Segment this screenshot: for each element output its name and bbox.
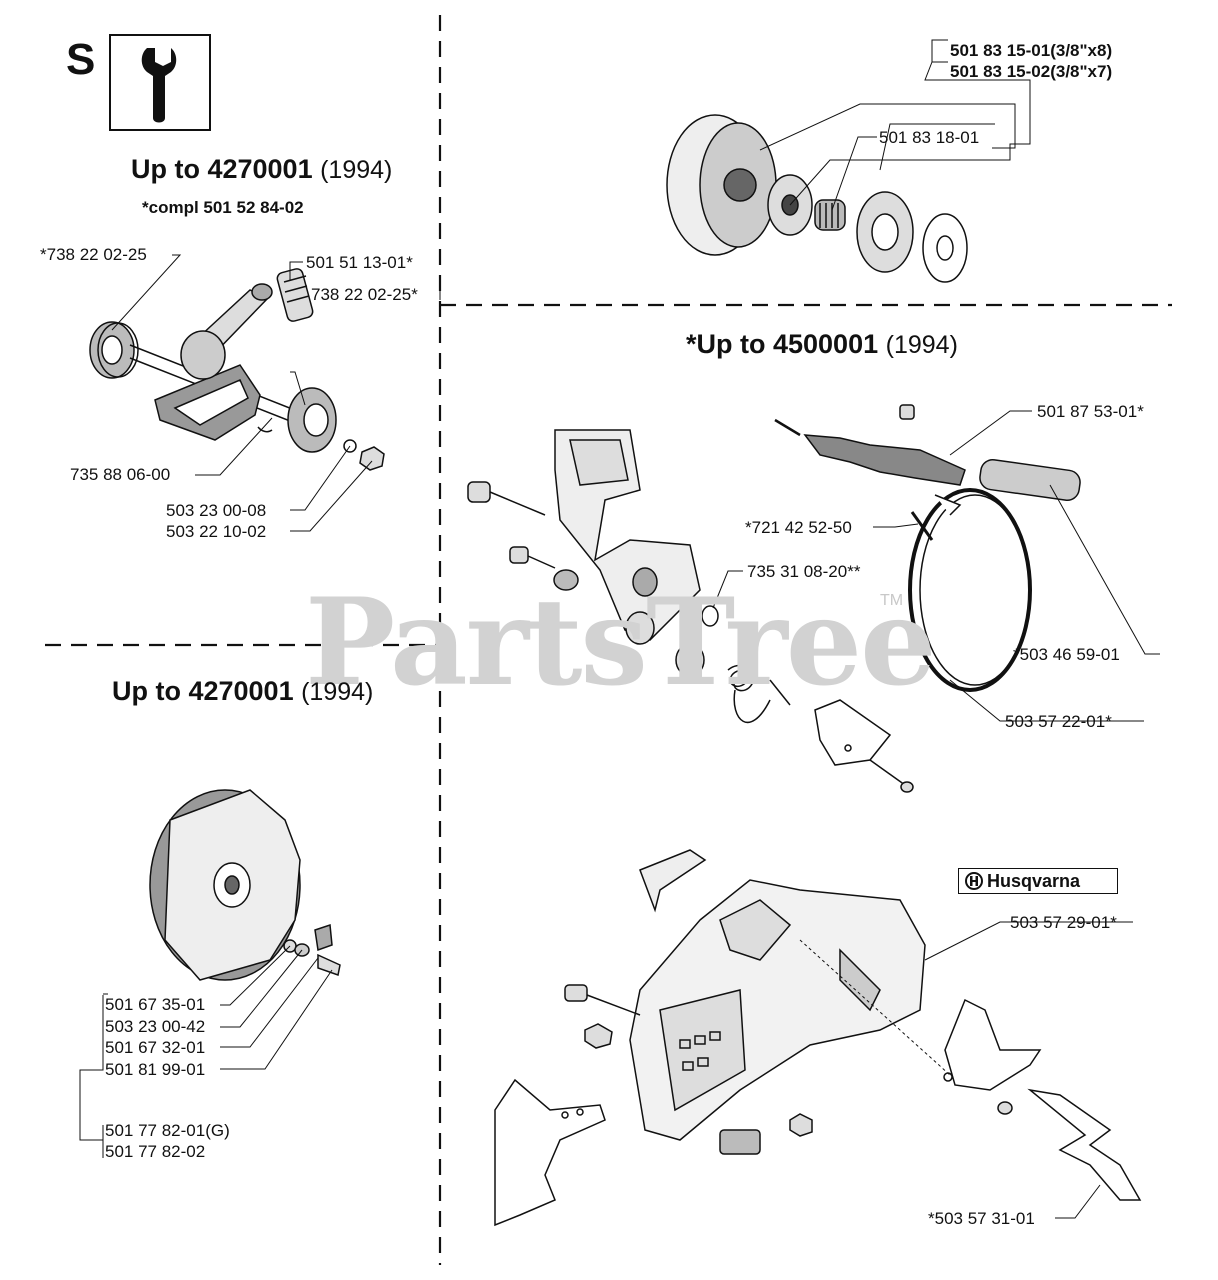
- label-clutch-needle-bearing: 501 83 18-01: [879, 128, 980, 147]
- flywheel-drawing: [149, 789, 341, 981]
- label-crank-nut: 503 22 10-02: [166, 522, 267, 541]
- heading-right-text: *Up to 4500001: [686, 329, 879, 359]
- label-brake-band: 503 57 22-01*: [1005, 712, 1112, 731]
- label-flywheel-g: 501 77 82-01(G): [105, 1121, 230, 1140]
- label-flywheel-alt: 501 77 82-02: [105, 1142, 206, 1161]
- watermark-text: PartsTree: [305, 572, 936, 713]
- heading-right-year: (1994): [885, 331, 958, 359]
- crankshaft-drawing: [89, 268, 385, 471]
- husqvarna-logo-text: Husqvarna: [987, 871, 1081, 891]
- label-crank-bearing-left: *738 22 02-25: [40, 245, 147, 264]
- label-brake-spring: *503 46 59-01: [1013, 645, 1120, 664]
- side-cover-drawing: [494, 849, 1142, 1227]
- label-brake-pin: *721 42 52-50: [745, 518, 852, 537]
- label-brake-handle: 501 87 53-01*: [1037, 402, 1144, 421]
- clutch-drum-drawing: [666, 114, 968, 283]
- label-crank-bearing-right: 738 22 02-25*: [311, 285, 418, 304]
- heading-top-left: Up to 4270001 (1994): [131, 156, 392, 183]
- heading-bottom-left: Up to 4270001 (1994): [112, 678, 373, 705]
- heading-right: *Up to 4500001 (1994): [686, 331, 958, 358]
- label-crank-key: 735 88 06-00: [70, 465, 171, 484]
- label-crank-needle-bearing: 501 51 13-01*: [306, 253, 413, 272]
- label-flywheel: 501 67 35-01: [105, 995, 206, 1014]
- label-brake-spring-clip: 735 31 08-20**: [747, 562, 861, 581]
- label-crank-washer: 503 23 00-08: [166, 501, 267, 520]
- heading-top-left-note: *compl 501 52 84-02: [142, 198, 304, 217]
- label-flywheel-washer: 503 23 00-42: [105, 1017, 206, 1036]
- heading-top-left-text: Up to 4270001: [131, 154, 313, 184]
- chain-brake-drawing: [467, 404, 1081, 793]
- heading-bottom-left-year: (1994): [301, 678, 374, 706]
- watermark-tm: TM: [880, 592, 904, 609]
- husqvarna-logo: Husqvarna: [958, 868, 1118, 894]
- husqvarna-crown-icon: [965, 872, 983, 890]
- section-letter: S: [66, 35, 96, 84]
- label-clutch-drum-8: 501 83 15-01(3/8"x8): [950, 41, 1113, 60]
- label-clutch-drum-7: 501 83 15-02(3/8"x7): [950, 62, 1113, 81]
- label-flywheel-screw: 501 81 99-01: [105, 1060, 206, 1079]
- heading-top-left-year: (1994): [320, 156, 393, 184]
- label-side-cover: 503 57 29-01*: [1010, 913, 1117, 932]
- label-flywheel-nut: 501 67 32-01: [105, 1038, 206, 1057]
- wrench-icon: [141, 48, 177, 123]
- heading-bottom-left-text: Up to 4270001: [112, 676, 294, 706]
- label-deflector: *503 57 31-01: [928, 1209, 1035, 1228]
- wrench-box: [109, 34, 211, 131]
